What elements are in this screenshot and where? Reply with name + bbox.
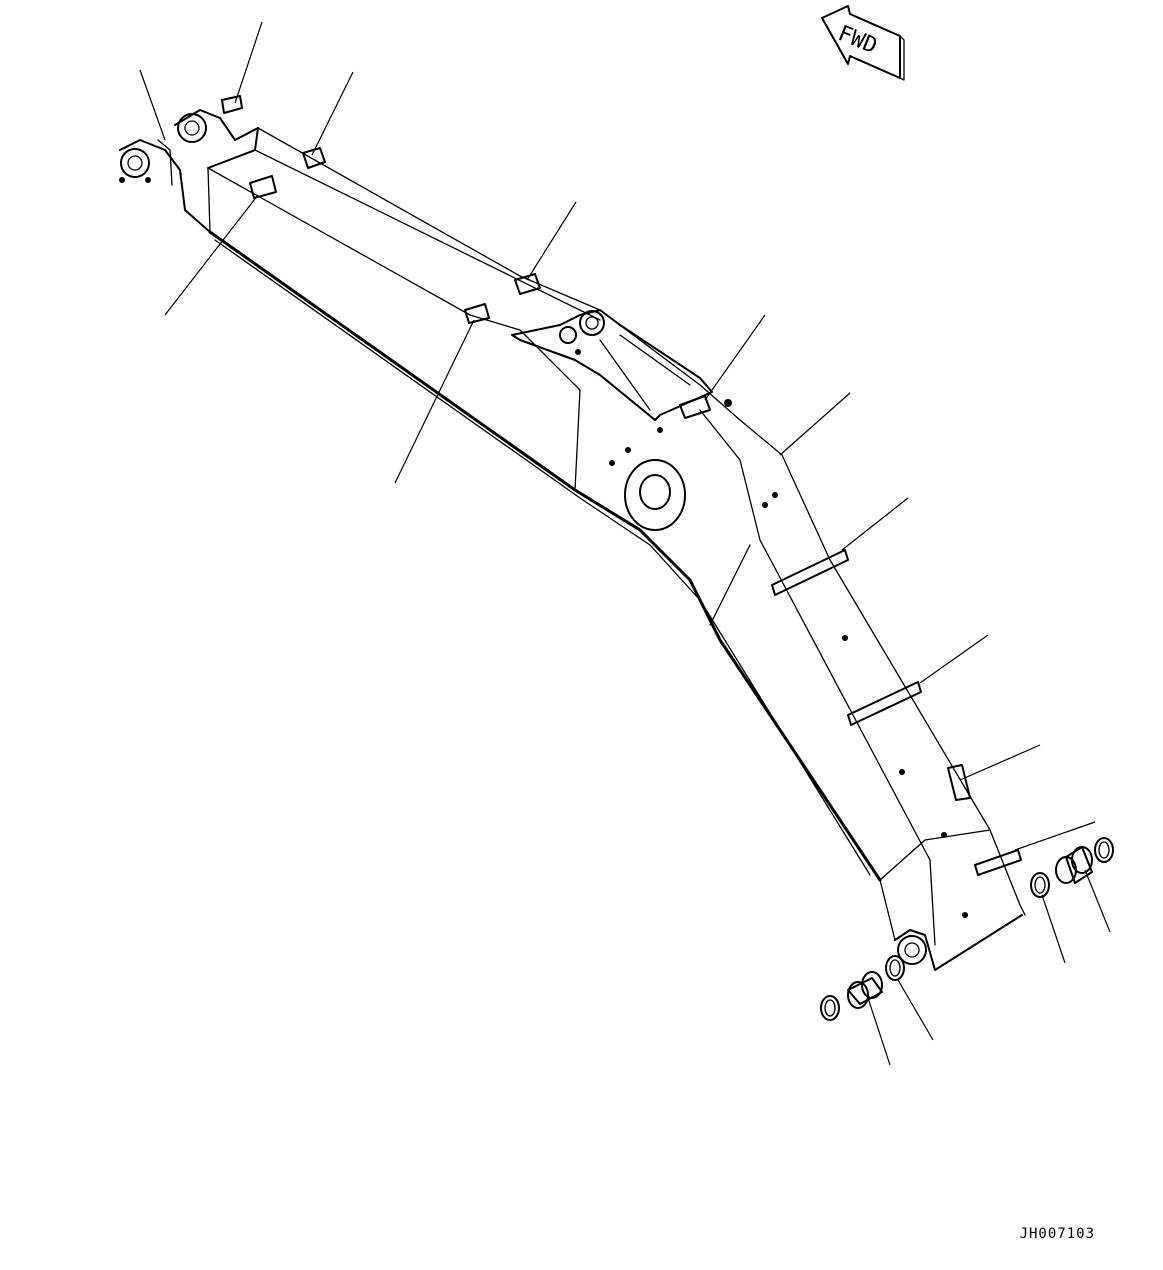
mounting-bolts — [119, 177, 968, 918]
drawing-id-label: JH007103 — [1019, 1226, 1095, 1242]
arm-cylinder-bracket — [511, 309, 713, 421]
forward-arrow-icon: FWD — [821, 5, 905, 81]
boom-body — [119, 109, 1026, 971]
foot-pin-bushings — [820, 837, 1114, 1021]
boom-pin-boss — [624, 459, 686, 531]
callout-leaders — [139, 21, 1111, 1066]
hose-clamps — [221, 95, 1022, 876]
